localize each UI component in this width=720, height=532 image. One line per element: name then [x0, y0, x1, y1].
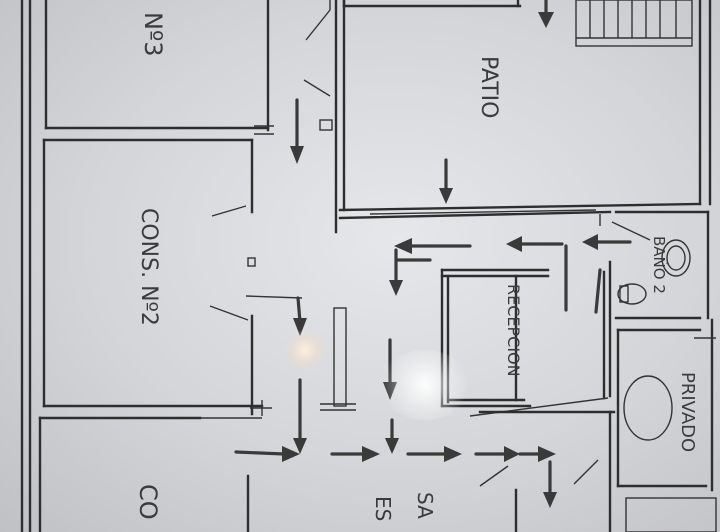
- arrow-right-bottom-3: [406, 446, 462, 462]
- outer-walls: [20, 0, 32, 532]
- arrow-up-bathroom: [564, 244, 602, 314]
- room-bottom-partial-label: CO: [134, 484, 162, 520]
- reception-label: RECEPCION: [504, 284, 523, 377]
- corridor-details: [245, 0, 356, 411]
- arrow-down-bottom-right: [543, 460, 557, 508]
- reception-walls: [440, 214, 612, 417]
- arrow-left-3: [582, 234, 632, 250]
- private-room-walls: [616, 318, 716, 492]
- arrow-down-patio: [439, 158, 453, 204]
- patio-walls: [338, 0, 712, 220]
- circulation-arrows: [234, 0, 632, 508]
- room-2-walls: [42, 138, 272, 419]
- arrow-down-reception-left: [383, 338, 397, 400]
- waiting-partial-label-1: SA: [413, 492, 437, 519]
- room-3-walls: [44, 0, 274, 135]
- arrow-down-bottom-mid: [385, 418, 399, 454]
- waiting-partial-label-2: ES: [371, 496, 395, 521]
- arrow-down-corridor-lower: [293, 378, 307, 454]
- arrow-right-bottom-5: [518, 446, 556, 462]
- arrow-left-1: [394, 238, 472, 254]
- sink-icon: [661, 239, 691, 277]
- private-label: PRIVADO: [677, 372, 698, 452]
- staircase: [575, 0, 693, 47]
- patio-label: PATIO: [476, 56, 501, 118]
- arrow-right-bottom-4: [474, 446, 520, 462]
- arrow-right-bottom-2: [330, 446, 380, 462]
- arrow-left-2: [506, 236, 564, 252]
- arrow-right-bottom-1: [234, 446, 300, 462]
- arrow-down-top-right: [538, 0, 554, 28]
- bathroom-label: BAÑO 2: [650, 236, 669, 294]
- room-3-label: Nº3: [139, 12, 167, 57]
- arrow-down-corridor-top: [290, 98, 304, 164]
- private-table-icon: [623, 375, 673, 441]
- room-bottom-left-walls: [38, 416, 250, 532]
- arrow-reception-loop: [389, 248, 432, 296]
- room-2-label: CONS. Nº2: [136, 208, 161, 326]
- lower-right-walls: [478, 410, 717, 532]
- toilet-icon: [617, 283, 647, 305]
- bathroom-walls: [611, 210, 710, 320]
- arrow-down-left-corridor: [293, 296, 307, 336]
